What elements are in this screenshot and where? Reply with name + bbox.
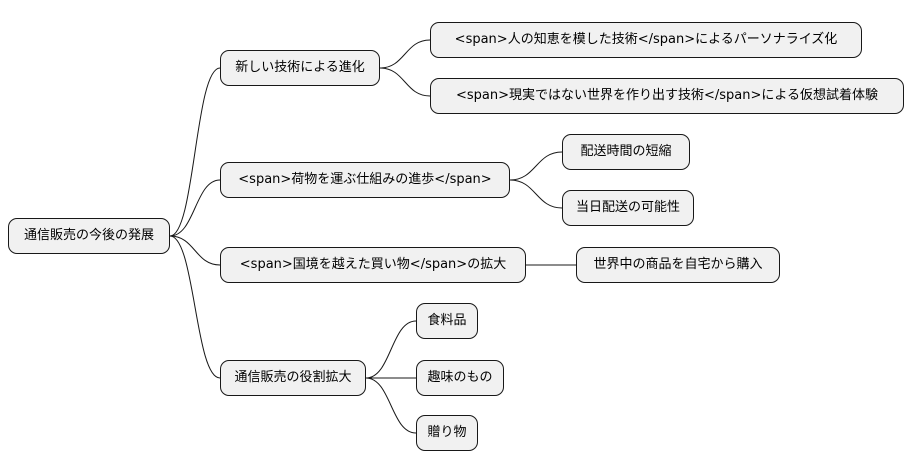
edge-root-b0 [169,67,221,237]
branch-node-logistics: <span>荷物を運ぶ仕組みの進歩</span> [220,162,510,198]
edge-b3-c0 [365,320,417,379]
leaf-node-personalization: <span>人の知恵を模した技術</span>によるパーソナライズ化 [430,22,862,58]
edge-b1-c0 [509,151,563,181]
root-node: 通信販売の今後の発展 [8,218,170,254]
leaf-node-virtual-fitting: <span>現実ではない世界を作り出す技術</span>による仮想試着体験 [430,78,904,114]
edge-root-b1 [169,179,221,237]
leaf-node-gift: 贈り物 [416,415,478,451]
leaf-node-food: 食料品 [416,303,478,339]
branch-node-role-expansion: 通信販売の役割拡大 [220,360,366,396]
leaf-node-global-products: 世界中の商品を自宅から購入 [576,247,780,283]
branch-node-cross-border: <span>国境を越えた買い物</span>の拡大 [220,247,526,283]
leaf-node-delivery-time: 配送時間の短縮 [562,134,690,170]
branch-node-tech: 新しい技術による進化 [220,50,380,86]
edge-root-b3 [169,235,221,379]
leaf-node-same-day: 当日配送の可能性 [562,190,694,226]
edge-b0-c1 [379,67,431,97]
leaf-node-hobby: 趣味のもの [416,360,504,396]
edge-root-b2 [169,235,221,266]
edge-b1-c1 [509,179,563,209]
edge-b3-c2 [365,377,417,434]
edge-b0-c0 [379,39,431,69]
